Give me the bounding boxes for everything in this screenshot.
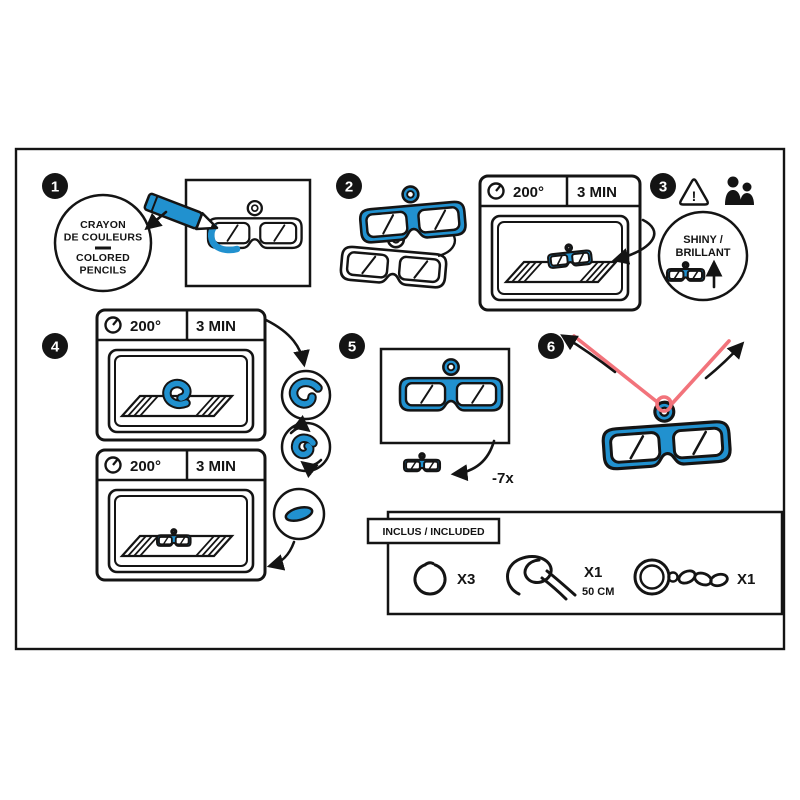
step-1: 1 CRAYON DE COULEURS COLORED PENCILS bbox=[42, 173, 312, 293]
shrink-factor-label: -7x bbox=[492, 470, 514, 487]
step6-badge: 6 bbox=[538, 333, 564, 359]
oven-door bbox=[107, 348, 255, 434]
curl-stage-3 bbox=[272, 487, 326, 541]
rotation-arrow-icon bbox=[289, 414, 311, 435]
shiny-line2: BRILLANT bbox=[676, 247, 731, 259]
step3-arrow-icon bbox=[611, 218, 656, 265]
oven-time-label: 3 MIN bbox=[196, 318, 236, 335]
necklace-cord-left bbox=[572, 334, 663, 407]
oven-time-label: 3 MIN bbox=[577, 184, 617, 201]
chain-qty-label: X1 bbox=[737, 571, 755, 588]
adult-supervision-icon bbox=[725, 176, 754, 205]
oven-temp-label: 200° bbox=[130, 318, 161, 335]
step-2: 2 bbox=[336, 173, 468, 290]
timer-dial-icon bbox=[487, 182, 505, 200]
curl-stage-2 bbox=[280, 414, 332, 479]
step-4: 4 200° 3 MIN bbox=[42, 308, 332, 582]
oven-tray bbox=[503, 260, 619, 284]
included-title-tab: INCLUS / INCLUDED bbox=[366, 517, 501, 545]
timer-dial-icon bbox=[104, 316, 122, 334]
step2-badge: 2 bbox=[336, 173, 362, 199]
step4-number: 4 bbox=[51, 339, 60, 356]
cord-loop-icon bbox=[655, 395, 673, 413]
step-3: 200° 3 MIN 3 ! bbox=[478, 173, 754, 312]
timer-dial-icon bbox=[104, 456, 122, 474]
label-fr-line1: CRAYON bbox=[80, 219, 126, 231]
step5-badge: 5 bbox=[339, 333, 365, 359]
warning-triangle-icon: ! bbox=[679, 178, 709, 206]
label-en-line1: COLORED bbox=[76, 252, 130, 264]
keychain-icon bbox=[633, 558, 729, 596]
step3-badge: 3 bbox=[650, 173, 676, 199]
step4-badge: 4 bbox=[42, 333, 68, 359]
step6-number: 6 bbox=[547, 339, 555, 356]
cord-icon bbox=[506, 555, 577, 601]
included-title: INCLUS / INCLUDED bbox=[382, 526, 485, 538]
step1-arrow-icon bbox=[144, 210, 168, 231]
oven-temp-label: 200° bbox=[513, 184, 544, 201]
oven-body bbox=[95, 308, 267, 442]
oven-step4-top: 200° 3 MIN bbox=[95, 308, 267, 442]
colored-pencils-label: CRAYON DE COULEURS COLORED PENCILS bbox=[53, 193, 153, 293]
step4-arrow-top-icon bbox=[264, 318, 310, 368]
oven-temp-label: 200° bbox=[130, 458, 161, 475]
shiny-note: SHINY / BRILLANT bbox=[657, 210, 749, 302]
split-ring-icon bbox=[413, 561, 447, 596]
oven-step4-bottom: 200° 3 MIN bbox=[95, 448, 267, 582]
cord-qty-label: X1 bbox=[584, 564, 602, 581]
label-en-line2: PENCILS bbox=[80, 265, 127, 277]
oven-window bbox=[114, 355, 248, 427]
label-fr-line2: DE COULEURS bbox=[64, 232, 143, 244]
step1-badge: 1 bbox=[42, 173, 68, 199]
oven-door bbox=[107, 488, 255, 574]
oven-body bbox=[95, 448, 267, 582]
step3-number: 3 bbox=[659, 179, 667, 196]
step1-number: 1 bbox=[51, 179, 59, 196]
shiny-line1: SHINY / bbox=[683, 234, 723, 246]
step2-number: 2 bbox=[345, 179, 353, 196]
oven-time-label: 3 MIN bbox=[196, 458, 236, 475]
necklace-cord-right bbox=[667, 339, 731, 409]
cord-direction-arrow-icon bbox=[560, 334, 617, 374]
cord-direction-arrow-icon bbox=[704, 341, 745, 380]
oven-window bbox=[114, 495, 248, 567]
curling-glasses-icon bbox=[162, 378, 192, 409]
step4-arrow-bottom-icon bbox=[266, 540, 296, 571]
step-6: 6 bbox=[538, 333, 745, 472]
warning-mark: ! bbox=[692, 188, 697, 204]
oven-step3: 200° 3 MIN bbox=[478, 174, 656, 312]
shrink-arrow-icon bbox=[450, 439, 496, 482]
ring-qty-label: X3 bbox=[457, 571, 475, 588]
rotation-arrow-icon bbox=[300, 458, 323, 479]
cord-length-label: 50 CM bbox=[582, 586, 614, 598]
included-box: INCLUS / INCLUDED X3 X1 50 CM X1 bbox=[366, 510, 784, 616]
step-5: 5 -7x bbox=[339, 333, 514, 487]
pencil-icon bbox=[143, 192, 219, 231]
step5-number: 5 bbox=[348, 339, 356, 356]
pencil-coloring-mark bbox=[208, 223, 241, 254]
